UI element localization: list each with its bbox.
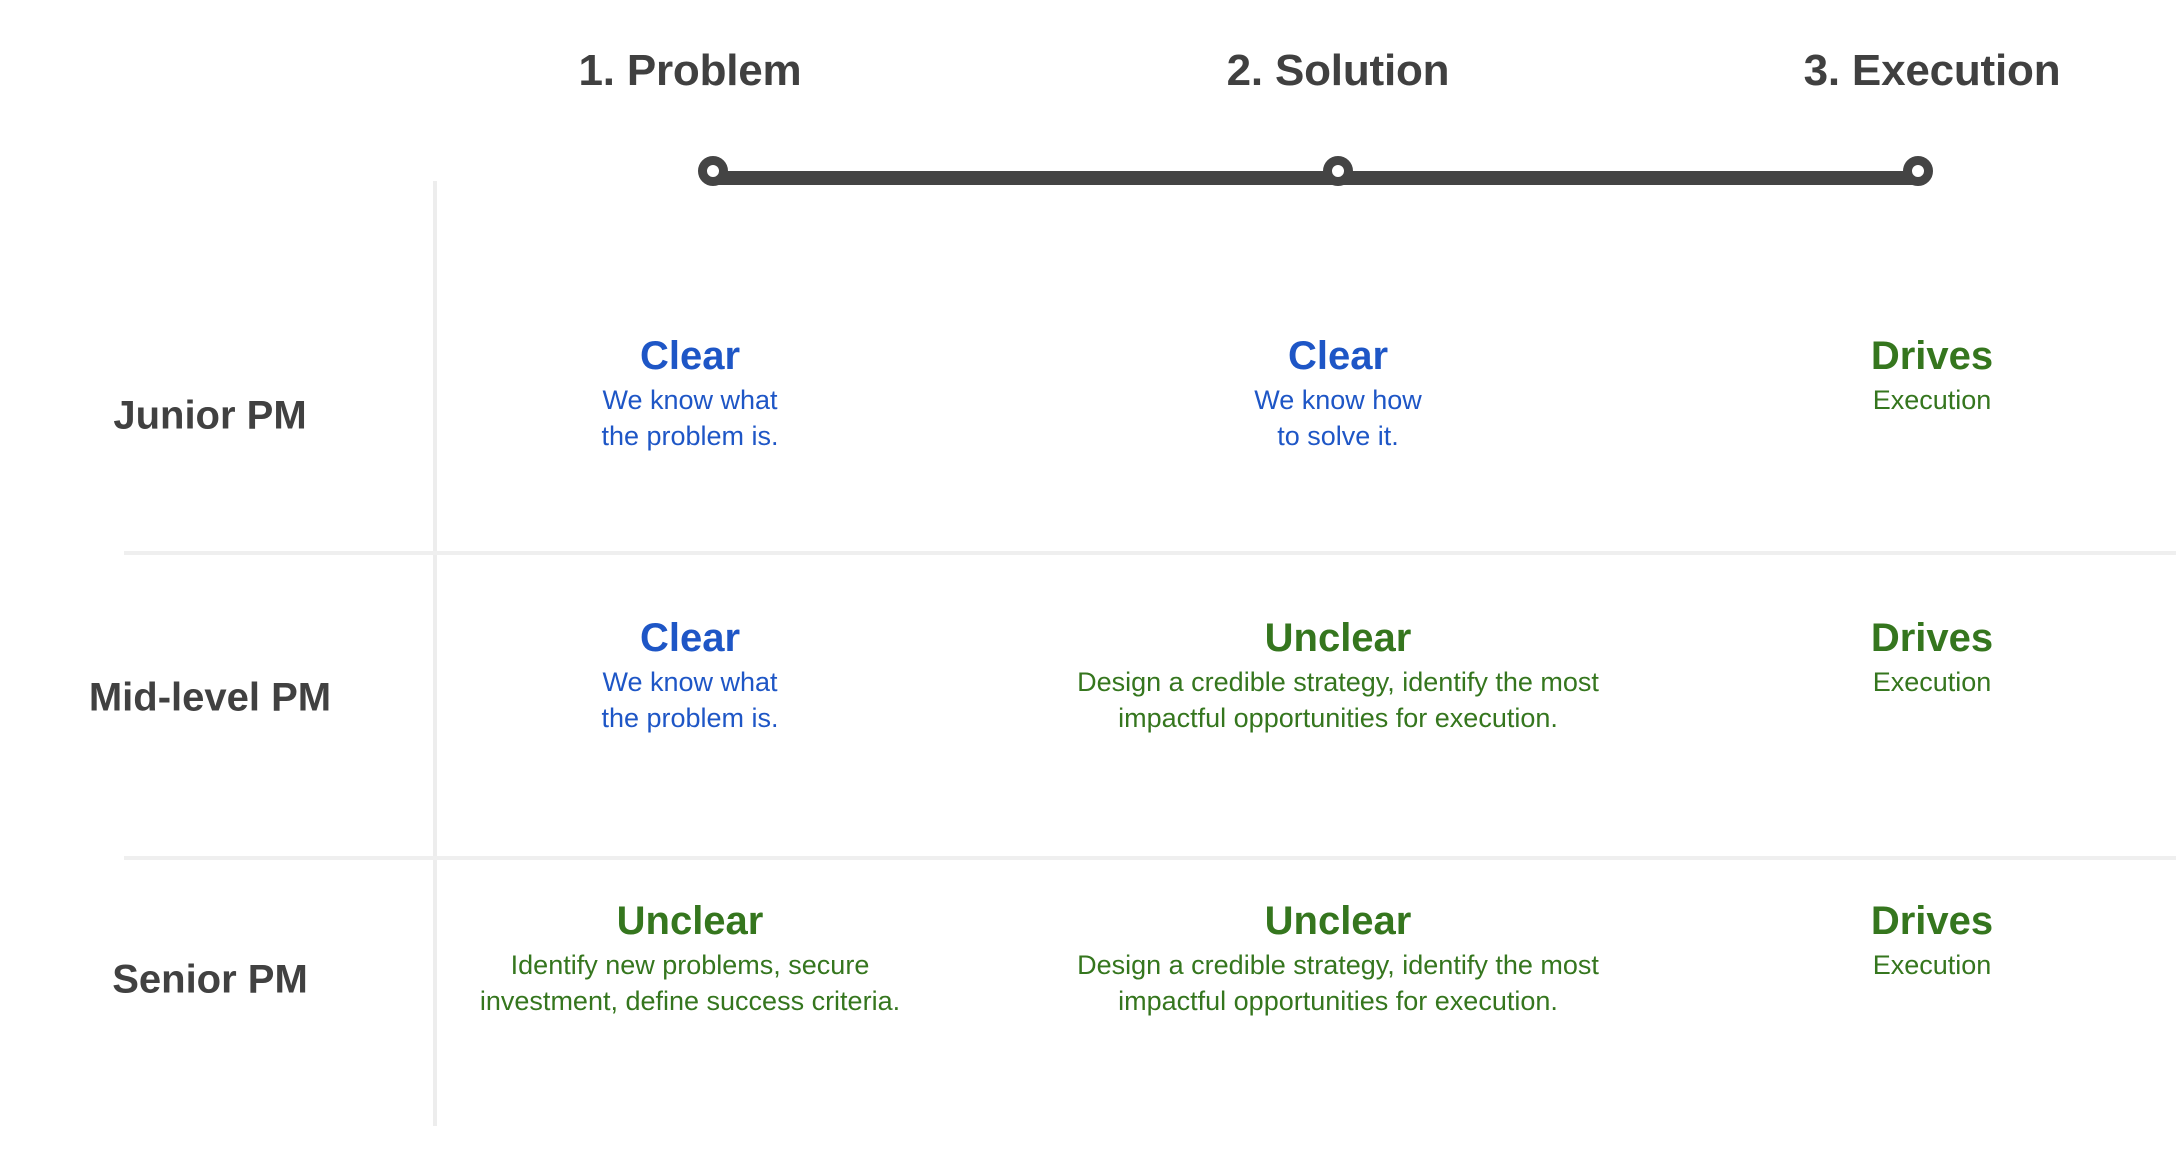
cell-title: Clear (639, 334, 741, 378)
column-header-problem: 1. Problem (578, 46, 802, 95)
cell-title: Unclear (1264, 616, 1412, 660)
cell-mid-solution: Unclear Design a credible strategy, iden… (1018, 617, 1658, 737)
cell-title: Unclear (1264, 899, 1412, 943)
timeline-node-2 (1323, 156, 1353, 186)
cell-title: Drives (1870, 616, 1994, 660)
cell-junior-execution: Drives Execution (1722, 335, 2142, 419)
cell-title: Clear (1287, 334, 1389, 378)
row-divider-1 (124, 551, 2176, 555)
cell-title: Drives (1870, 899, 1994, 943)
cell-description: Execution (1872, 385, 1992, 415)
vertical-divider (433, 181, 437, 1126)
cell-title: Unclear (616, 899, 764, 943)
timeline-node-1 (698, 156, 728, 186)
cell-description: Execution (1872, 950, 1992, 980)
cell-description: Design a credible strategy, identify the… (1077, 667, 1599, 733)
cell-mid-execution: Drives Execution (1722, 617, 2142, 701)
row-label-senior-pm: Senior PM (112, 957, 308, 1002)
column-header-solution: 2. Solution (1226, 46, 1450, 95)
timeline-node-3 (1903, 156, 1933, 186)
row-label-junior-pm: Junior PM (113, 393, 307, 438)
timeline-track (713, 171, 1918, 185)
cell-description: Execution (1872, 667, 1992, 697)
row-label-mid-level-pm: Mid-level PM (88, 675, 332, 720)
row-divider-2 (124, 856, 2176, 860)
column-header-execution: 3. Execution (1803, 46, 2061, 95)
cell-title: Drives (1870, 334, 1994, 378)
cell-senior-solution: Unclear Design a credible strategy, iden… (1018, 900, 1658, 1020)
cell-description: Design a credible strategy, identify the… (1077, 950, 1599, 1016)
timeline (0, 150, 2176, 208)
cell-title: Clear (639, 616, 741, 660)
cell-senior-execution: Drives Execution (1722, 900, 2142, 984)
